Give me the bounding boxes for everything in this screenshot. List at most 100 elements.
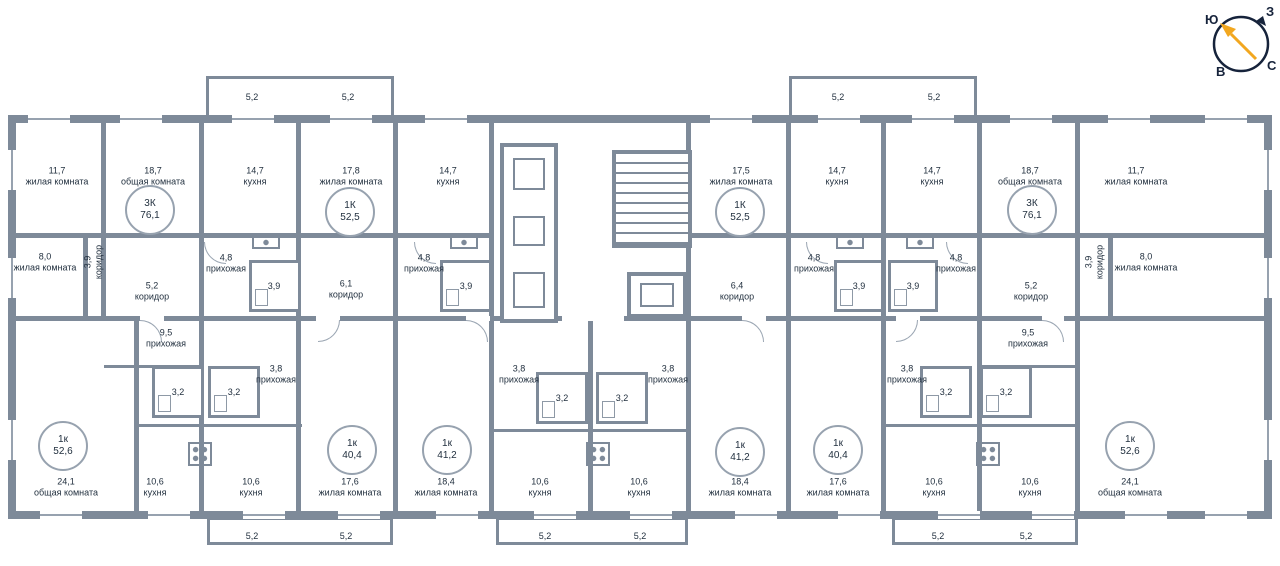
- window-glass-line: [11, 150, 13, 190]
- wall: [786, 238, 791, 316]
- bathroom: [152, 366, 204, 418]
- room-area: 14,7: [828, 165, 846, 176]
- window-glass-line: [1267, 258, 1269, 298]
- room-area: 3,9: [906, 280, 920, 291]
- room-name: жилая комната: [709, 176, 773, 186]
- room-area: 3,8: [512, 363, 526, 374]
- room-area: 18,7: [1021, 165, 1039, 176]
- room-name: кухня: [239, 487, 263, 497]
- room-name: кухня: [627, 487, 651, 497]
- wall: [340, 316, 466, 321]
- room-area: 11,7: [48, 165, 66, 176]
- window-glass-line: [232, 118, 274, 120]
- wall: [134, 321, 139, 511]
- balcony-area-label: 5,2: [633, 531, 647, 541]
- unit-type: 1к: [58, 434, 68, 445]
- room-name: кухня: [528, 487, 552, 497]
- room-name: общая комната: [121, 176, 185, 186]
- wall: [686, 233, 1264, 238]
- room-area: 5,2: [145, 280, 159, 291]
- window-glass-line: [838, 514, 880, 516]
- wall: [164, 316, 316, 321]
- bathroom: [440, 260, 492, 312]
- room-name: жилая комната: [319, 176, 383, 186]
- room-area: 14,7: [246, 165, 264, 176]
- wall: [101, 238, 106, 316]
- room-label: 3,9: [853, 281, 866, 292]
- window-glass-line: [11, 420, 13, 460]
- room-area: 4,8: [949, 252, 963, 263]
- room-area: 3,9: [267, 280, 281, 291]
- room-name: кухня: [143, 487, 167, 497]
- room-name: прихожая: [255, 374, 297, 384]
- room-name: прихожая: [1007, 338, 1049, 348]
- wall: [393, 123, 398, 238]
- window-glass-line: [436, 514, 478, 516]
- unit-area: 52,6: [53, 446, 73, 457]
- unit-area: 41,2: [437, 450, 457, 461]
- window-glass-line: [735, 514, 777, 516]
- room-area: 9,5: [159, 327, 173, 338]
- window-glass-line: [11, 258, 13, 298]
- wall: [686, 321, 691, 511]
- staircase: [612, 150, 692, 248]
- room-area: 18,7: [144, 165, 162, 176]
- room-area: 24,1: [57, 476, 75, 487]
- room-name: жилая комната: [806, 487, 870, 497]
- unit-type: 1к: [833, 438, 843, 449]
- bathroom: [249, 260, 301, 312]
- bathroom: [980, 366, 1032, 418]
- wall: [393, 321, 398, 511]
- room-label: 3,9: [268, 281, 281, 292]
- room-area: 4,8: [219, 252, 233, 263]
- room-name: коридор: [1094, 244, 1104, 280]
- room-label: 3,2: [556, 393, 569, 404]
- room-name: общая комната: [1098, 487, 1162, 497]
- room-name: кухня: [825, 176, 849, 186]
- unit-type: 1к: [735, 440, 745, 451]
- room-area: 10,6: [146, 476, 164, 487]
- room-name: коридор: [328, 289, 364, 299]
- window-glass-line: [243, 514, 285, 516]
- balcony: [892, 517, 1078, 545]
- wall: [489, 429, 691, 432]
- room-area: 3,2: [171, 386, 185, 397]
- compass-north-label: С: [1267, 58, 1277, 73]
- window-glass-line: [425, 118, 467, 120]
- room-name: кухня: [436, 176, 460, 186]
- stove-icon: [586, 442, 610, 466]
- wall: [588, 321, 593, 511]
- wall: [977, 321, 982, 511]
- unit-area: 52,5: [730, 212, 750, 223]
- room-label: 3,2: [940, 387, 953, 398]
- wall: [881, 123, 886, 238]
- balcony: [206, 76, 394, 118]
- window-glass-line: [938, 514, 980, 516]
- door-swing: [318, 320, 340, 342]
- unit-area: 52,6: [1120, 446, 1140, 457]
- room-name: жилая комната: [318, 487, 382, 497]
- door-swing: [742, 320, 764, 342]
